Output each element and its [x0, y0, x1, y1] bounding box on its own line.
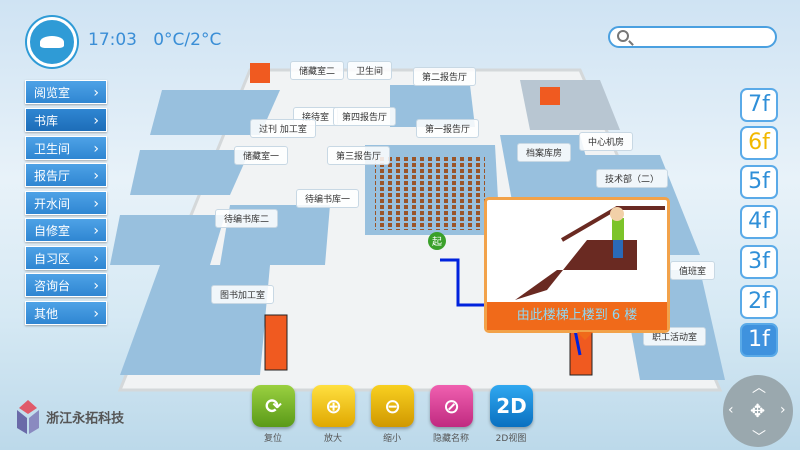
- sidebar-item-info-desk[interactable]: 咨询台 ›: [25, 273, 107, 297]
- map-label[interactable]: 图书加工室: [211, 285, 275, 304]
- sidebar-item-lecture-hall[interactable]: 报告厅 ›: [25, 163, 107, 187]
- chevron-right-icon: ›: [93, 223, 99, 239]
- hide-names-label: 隐藏名称: [432, 434, 469, 444]
- map-label[interactable]: 档案库房: [517, 143, 572, 162]
- map-label[interactable]: 第一报告厅: [416, 119, 480, 138]
- sidebar-item-stacks[interactable]: 书库 ›: [25, 108, 107, 132]
- chevron-right-icon: ›: [93, 141, 99, 157]
- room: [520, 80, 620, 130]
- chevron-right-icon: ›: [93, 251, 99, 267]
- time-weather: 17:03 0°C/2°C: [88, 30, 221, 50]
- room: [130, 150, 250, 195]
- sidebar-item-label: 卫生间: [34, 142, 71, 156]
- weather: 0°C/2°C: [153, 30, 222, 50]
- map-label[interactable]: 卫生间: [347, 61, 393, 80]
- stairs-popup: 由此楼梯上楼到 6 楼: [484, 197, 670, 340]
- company-brand: 浙江永拓科技: [15, 400, 124, 434]
- map-label[interactable]: 第四报告厅: [333, 107, 397, 126]
- map-label[interactable]: 待编书库一: [296, 189, 360, 208]
- sidebar-item-label: 其他: [34, 307, 59, 321]
- 2d-icon: 2D: [496, 394, 527, 418]
- start-marker: [428, 232, 446, 250]
- zoom-in-label: 放大: [323, 434, 342, 444]
- stairs-illustration: [515, 206, 665, 300]
- zoom-out-label: 缩小: [382, 434, 401, 444]
- chevron-right-icon: ›: [93, 278, 99, 294]
- floor-button-1f[interactable]: 1f: [740, 323, 778, 357]
- elevator: [540, 87, 560, 105]
- hide-names-button[interactable]: ⊘: [430, 385, 473, 427]
- floor-button-2f[interactable]: 2f: [740, 285, 778, 319]
- library-logo: [27, 17, 77, 67]
- map-label[interactable]: 待编书库二: [215, 209, 279, 228]
- map-label[interactable]: 中心机房: [579, 132, 634, 151]
- sidebar-item-label: 咨询台: [34, 279, 71, 293]
- room: [110, 215, 225, 265]
- sidebar-item-label: 书库: [34, 114, 59, 128]
- search-icon: [617, 30, 629, 42]
- sidebar-item-study-room[interactable]: 自修室 ›: [25, 218, 107, 242]
- elevator: [250, 63, 270, 83]
- stairs[interactable]: [264, 314, 288, 371]
- zoom-out-button[interactable]: ⊖: [371, 385, 414, 427]
- sidebar-item-reading-room[interactable]: 阅览室 ›: [25, 80, 107, 104]
- map-label[interactable]: 过刊 加工室: [250, 119, 316, 138]
- pan-right-icon[interactable]: ›: [780, 402, 786, 418]
- room: [390, 85, 475, 127]
- chevron-right-icon: ›: [93, 306, 99, 322]
- search-input[interactable]: [608, 26, 777, 48]
- floor-button-7f[interactable]: 7f: [740, 88, 778, 122]
- move-icon: ✥: [750, 401, 766, 422]
- sidebar-item-restroom[interactable]: 卫生间 ›: [25, 136, 107, 160]
- map-label[interactable]: 储藏室二: [290, 61, 345, 80]
- reset-button[interactable]: ⟳: [252, 385, 295, 427]
- chevron-right-icon: ›: [93, 196, 99, 212]
- sidebar-item-label: 自修室: [34, 224, 71, 238]
- zoom-in-button[interactable]: ⊕: [312, 385, 355, 427]
- sidebar-item-label: 开水间: [34, 197, 71, 211]
- pan-up-icon[interactable]: ︿: [752, 380, 766, 396]
- pan-control[interactable]: ︿ ﹀ ‹ › ✥: [723, 375, 793, 447]
- floor-button-3f[interactable]: 3f: [740, 245, 778, 279]
- hide-names-icon: ⊘: [443, 394, 460, 418]
- map-label[interactable]: 技术部（二）: [596, 169, 669, 188]
- room: [150, 90, 280, 135]
- zoom-in-icon: ⊕: [325, 394, 342, 418]
- zoom-out-icon: ⊖: [384, 394, 401, 418]
- start-marker-label: 起: [432, 236, 442, 248]
- company-logo-icon: [17, 400, 39, 434]
- sidebar-item-label: 报告厅: [34, 169, 71, 183]
- map-label[interactable]: 第三报告厅: [327, 146, 391, 165]
- popup-caption: 由此楼梯上楼到 6 楼: [487, 302, 667, 330]
- floor-button-4f[interactable]: 4f: [740, 205, 778, 239]
- room: [120, 265, 270, 375]
- reset-label: 复位: [263, 434, 282, 444]
- company-name: 浙江永拓科技: [46, 411, 125, 427]
- reset-icon: ⟳: [265, 394, 282, 418]
- sidebar-item-other[interactable]: 其他 ›: [25, 301, 107, 325]
- sidebar-item-label: 阅览室: [34, 86, 71, 100]
- 2d-view-button[interactable]: 2D: [490, 385, 533, 427]
- map-label[interactable]: 值班室: [670, 261, 716, 280]
- chevron-right-icon: ›: [93, 85, 99, 101]
- sidebar-item-label: 自习区: [34, 252, 71, 266]
- map-label[interactable]: 第二报告厅: [413, 67, 477, 86]
- sidebar-item-water-room[interactable]: 开水间 ›: [25, 191, 107, 215]
- map-label[interactable]: 储藏室一: [234, 146, 289, 165]
- pan-down-icon[interactable]: ﹀: [752, 430, 766, 446]
- 2d-view-label: 2D视图: [495, 434, 527, 444]
- time: 17:03: [88, 30, 137, 50]
- floor-button-5f[interactable]: 5f: [740, 165, 778, 199]
- chevron-right-icon: ›: [93, 113, 99, 129]
- floor-button-6f[interactable]: 6f: [740, 126, 778, 160]
- sidebar-item-study-area[interactable]: 自习区 ›: [25, 246, 107, 270]
- chevron-right-icon: ›: [93, 168, 99, 184]
- pan-left-icon[interactable]: ‹: [728, 402, 734, 418]
